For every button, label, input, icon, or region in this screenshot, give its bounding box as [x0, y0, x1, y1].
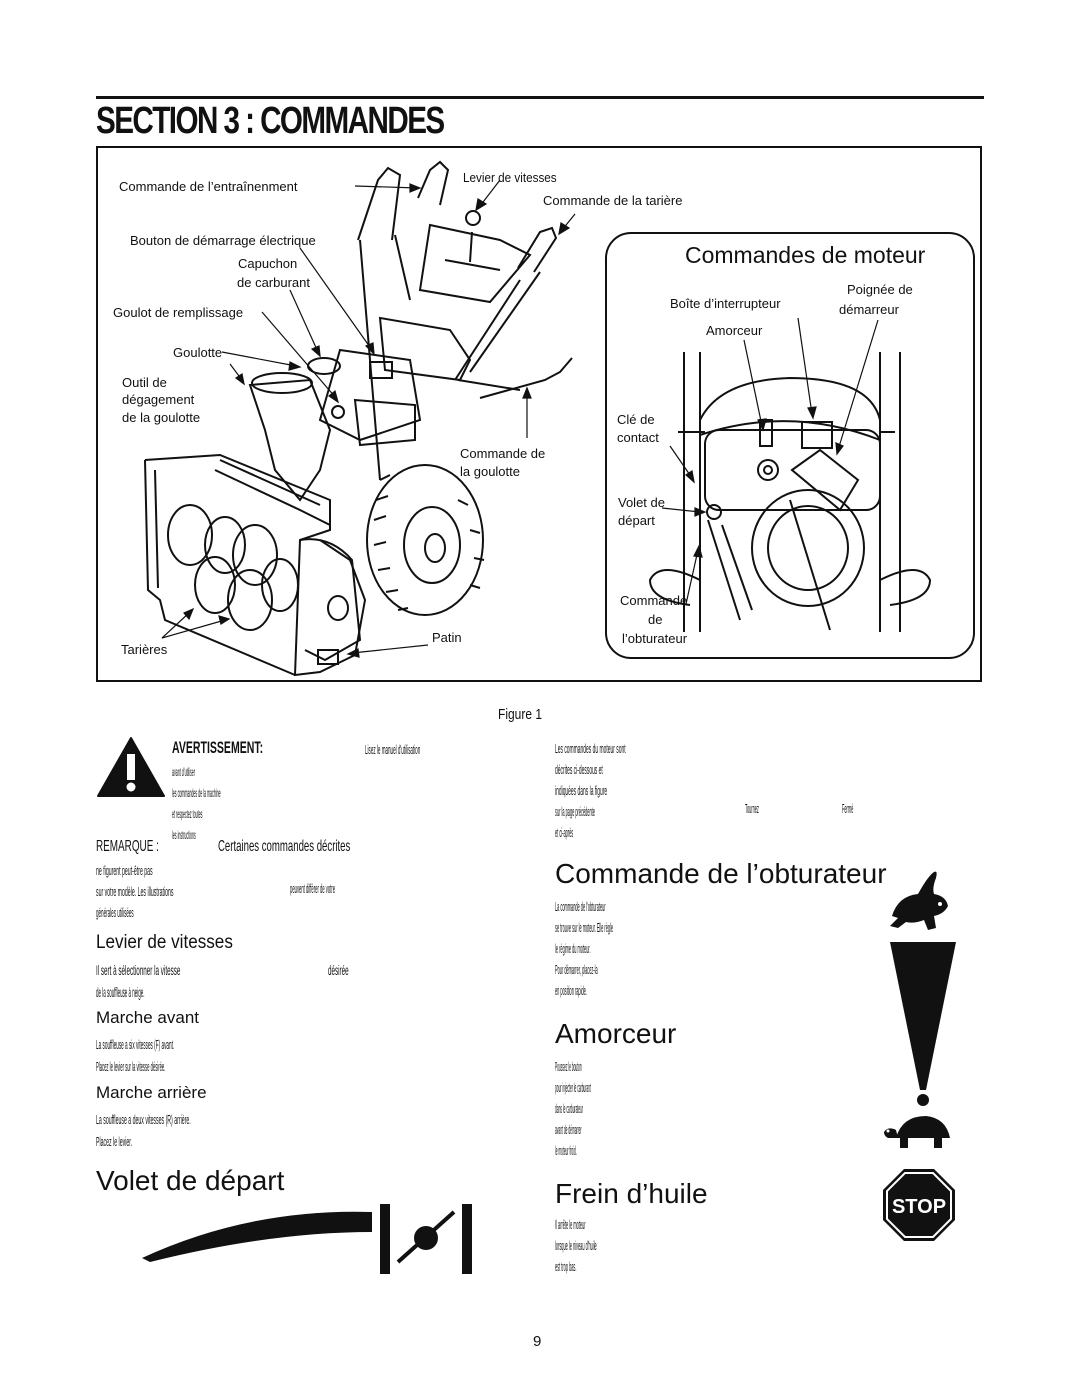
turtle-slow-icon [884, 1116, 950, 1148]
obturateur-body: La commande de l'obturateur se trouve su… [555, 896, 749, 1001]
figure-caption: Figure 1 [498, 706, 543, 723]
figure-frame [96, 146, 982, 682]
right-intro-inline-a: Tournez [745, 801, 759, 816]
stop-sign-icon: STOP [883, 1169, 955, 1241]
frein-line-2: lorsque le niveau d'huile [555, 1238, 597, 1253]
label-goulot: Goulot de remplissage [113, 305, 244, 320]
amorceur-body: Poussez le bouton pour injecter le carbu… [555, 1056, 699, 1161]
obturateur-heading: Commande de l’obturateur [555, 858, 887, 889]
label-tarieres: Tarières [121, 642, 168, 657]
marche-avant-heading: Marche avant [96, 1008, 199, 1027]
label-cmd-goulotte-1: Commande de [460, 446, 546, 461]
label-boite: Boîte d’interrupteur [670, 296, 781, 311]
remarque-line-3: générales utilisées [96, 905, 134, 920]
label-volet-1: Volet de [618, 495, 665, 510]
levier-para: Il sert à sélectionner la vitesse [96, 962, 181, 978]
warning-line-4: les instructions [172, 828, 196, 842]
amorceur-line-4: avant de démarrer [555, 1122, 582, 1137]
amorceur-line-3: dans le carburateur [555, 1101, 584, 1116]
label-capuchon-1: Capuchon [238, 256, 298, 271]
right-intro-body: Les commandes du moteur sont décrites ci… [555, 738, 741, 843]
engine-controls-title: Commandes de moteur [685, 242, 926, 268]
warning-line-2: les commandes de la machine [172, 786, 221, 800]
marche-avant-body: La souffleuse a six vitesses (F) avant. … [96, 1034, 313, 1078]
marche-arriere-line-2: Placez le levier. [96, 1134, 133, 1149]
remarque-lead: Certaines commandes décrites [218, 838, 351, 855]
label-commande-entrainement: Commande de l’entraînenment [119, 179, 298, 194]
amorceur-line-5: le moteur froid. [555, 1143, 577, 1158]
warning-heading: AVERTISSEMENT: [172, 738, 264, 757]
warning-line-3: et respectez toutes [172, 807, 203, 821]
marche-arriere-body: La souffleuse a deux vitesses (R) arrièr… [96, 1109, 333, 1153]
marche-avant-line-1: La souffleuse a six vitesses (F) avant. [96, 1037, 175, 1052]
snowblower-illustration [144, 160, 576, 677]
label-amorceur-fig: Amorceur [706, 323, 763, 338]
frein-heading: Frein d’huile [555, 1178, 708, 1209]
right-intro-line-1: Les commandes du moteur sont [555, 741, 626, 756]
frein-line-3: est trop bas. [555, 1259, 577, 1274]
speed-wedge-icon [890, 942, 956, 1106]
frein-body: Il arrête le moteur lorsque le niveau d'… [555, 1214, 694, 1277]
label-cle-2: contact [617, 430, 659, 445]
obturateur-line-2: se trouve sur le moteur. Elle règle [555, 920, 614, 935]
warning-body: avant d’utiliser les commandes de la mac… [172, 762, 334, 846]
label-volet-2: départ [618, 513, 655, 528]
remarque-heading: REMARQUE : [96, 838, 159, 855]
obturateur-line-1: La commande de l'obturateur [555, 899, 606, 914]
label-outil-3: de la goulotte [122, 410, 201, 425]
warning-lead: Lisez le manuel d'utilisation [365, 742, 421, 757]
engine-illustration [648, 317, 932, 632]
label-capuchon-2: de carburant [237, 275, 310, 290]
label-obt-3: l’obturateur [622, 631, 688, 646]
marche-arriere-heading: Marche arrière [96, 1083, 207, 1102]
label-outil-1: Outil de [122, 375, 167, 390]
volet-heading: Volet de départ [96, 1165, 285, 1196]
stop-sign-label: STOP [892, 1196, 946, 1218]
engine-controls-inset [605, 232, 975, 659]
frein-line-1: Il arrête le moteur [555, 1217, 586, 1232]
amorceur-line-2: pour injecter le carburant [555, 1080, 591, 1095]
marche-avant-line-2: Placez le levier sur la vitesse désirée. [96, 1059, 166, 1074]
warning-triangle-icon [97, 737, 165, 797]
obturateur-line-3: le régime du moteur. [555, 941, 591, 956]
label-commande-tariere: Commande de la tarière [543, 193, 683, 208]
label-levier-vitesses: Levier de vitesses [463, 170, 557, 185]
marche-arriere-line-1: La souffleuse a deux vitesses (R) arrièr… [96, 1112, 191, 1127]
levier-inline-extra: désirée [328, 962, 349, 978]
levier-heading: Levier de vitesses [96, 932, 233, 953]
right-intro-line-5: et ci-après [555, 825, 574, 840]
amorceur-heading: Amorceur [555, 1018, 677, 1049]
remarque-line-1: ne figurent peut-être pas [96, 863, 153, 878]
label-obt-2: de [648, 612, 663, 627]
right-intro-line-3: indiquées dans la figure [555, 783, 608, 798]
remarque-line-2: sur votre modèle. Les illustrations [96, 884, 174, 899]
levier-line-2: de la souffleuse à neige. [96, 984, 145, 1000]
choke-symbol-icon [142, 1204, 472, 1274]
obturateur-line-5: en position rapide. [555, 983, 587, 998]
right-intro-line-4: sur la page précédente [555, 804, 595, 819]
right-intro-inline-b: Fermé [842, 801, 854, 816]
label-poignee-1: Poignée de [847, 282, 913, 297]
rabbit-fast-icon [890, 871, 948, 930]
label-cle-1: Clé de [617, 412, 655, 427]
right-intro-line-2: décrites ci-dessous et [555, 762, 603, 777]
warning-line-1: avant d’utiliser [172, 765, 196, 779]
label-obt-1: Commande [620, 593, 688, 608]
remarque-body: ne figurent peut-être pas sur votre modè… [96, 860, 290, 923]
label-poignee-2: démarreur [839, 302, 899, 317]
label-goulotte: Goulotte [173, 345, 223, 360]
amorceur-line-1: Poussez le bouton [555, 1059, 582, 1074]
label-patin: Patin [432, 630, 462, 645]
page-number: 9 [533, 1333, 542, 1350]
label-bouton-demarrage: Bouton de démarrage électrique [130, 233, 316, 248]
remarque-inline-extra: peuvent différer de votre [290, 881, 336, 896]
obturateur-line-4: Pour démarrer, placez-la [555, 962, 598, 977]
label-outil-2: dégagement [122, 392, 195, 407]
page-title: SECTION 3 : COMMANDES [96, 100, 445, 142]
label-cmd-goulotte-2: la goulotte [460, 464, 520, 479]
top-rule [96, 96, 984, 99]
